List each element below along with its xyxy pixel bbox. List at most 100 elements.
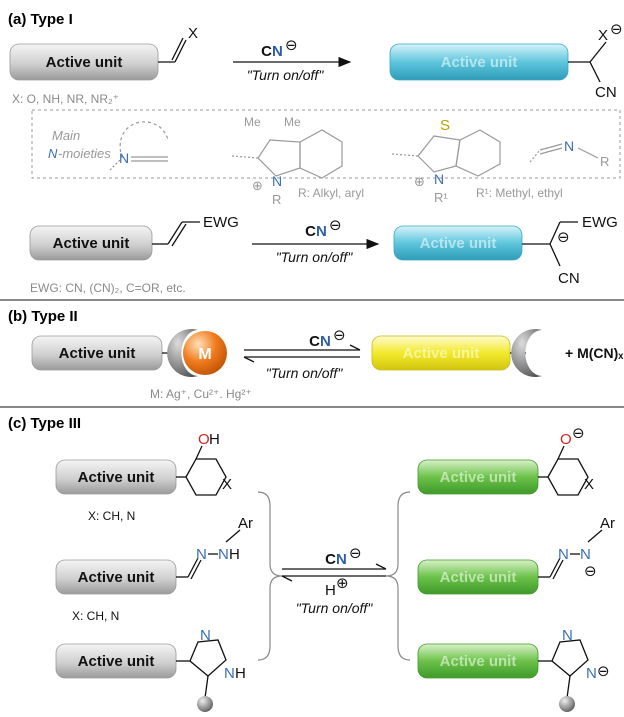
c-right-phenolate: Active unit O ⊖ X <box>417 425 594 496</box>
svg-text:N: N <box>586 665 597 682</box>
svg-text:R: R <box>600 154 609 169</box>
svg-text:⊕: ⊕ <box>414 174 425 189</box>
a1-product: Active unit X ⊖ CN <box>389 21 623 101</box>
svg-text:C: C <box>325 551 336 568</box>
svg-text:Active unit: Active unit <box>420 235 497 252</box>
a2-reaction-arrow: C N ⊖ "Turn on/off" <box>252 217 380 265</box>
svg-text:C: C <box>305 223 316 240</box>
b-product: Active unit + M(CN)ₓ <box>371 329 624 377</box>
turn-label: "Turn on/off" <box>247 67 325 83</box>
empty-host <box>511 329 542 377</box>
svg-text:N: N <box>320 333 331 350</box>
ewg-note: EWG: CN, (CN)₂, C=OR, etc. <box>30 281 186 295</box>
main-label-2b: -moieties <box>58 146 111 161</box>
n-moieties-box: Main N -moieties N Me Me N ⊕ R R: Alkyl,… <box>31 109 621 207</box>
x-note-1: X: CH, N <box>88 509 135 523</box>
svg-text:O: O <box>198 431 210 448</box>
c-equilibrium-arrow: C N ⊖ H ⊕ "Turn on/off" <box>281 545 387 616</box>
svg-text:C: C <box>309 333 320 350</box>
svg-text:N: N <box>558 546 569 563</box>
x-note: X: O, NH, NR, NR₂⁺ <box>12 92 119 106</box>
svg-text:CN: CN <box>558 270 580 287</box>
metal-note: M: Ag⁺, Cu²⁺. Hg²⁺ <box>150 387 252 401</box>
a2-reactant: Active unit EWG <box>29 214 239 261</box>
c-right-hydrazone-anion: Active unit N N ⊖ Ar <box>417 515 615 595</box>
x-atom: X <box>188 25 198 42</box>
svg-text:⊕: ⊕ <box>252 178 263 193</box>
svg-text:X: X <box>222 476 232 493</box>
svg-text:⊕: ⊕ <box>336 575 349 592</box>
x-note-2: X: CH, N <box>72 609 119 623</box>
r-note: R: Alkyl, aryl <box>298 186 364 200</box>
svg-text:R¹: R¹ <box>434 190 448 205</box>
main-label-2a: N <box>48 146 58 161</box>
section-a-title: (a) Type I <box>8 11 73 28</box>
svg-text:Active unit: Active unit <box>440 569 517 586</box>
svg-text:⊖: ⊖ <box>329 217 342 234</box>
svg-text:N: N <box>196 546 207 563</box>
metal-ion <box>183 331 227 375</box>
svg-text:Active unit: Active unit <box>78 653 155 670</box>
svg-text:Me: Me <box>244 115 261 129</box>
active-unit-label: Active unit <box>46 54 123 71</box>
svg-text:⊖: ⊖ <box>597 663 610 680</box>
a1-reaction-arrow: C N ⊖ "Turn on/off" <box>233 37 352 83</box>
svg-text:O: O <box>560 431 572 448</box>
section-b-title: (b) Type II <box>8 308 78 325</box>
active-unit-label-faded: Active unit <box>441 54 518 71</box>
a1-reactant: Active unit X <box>9 25 198 81</box>
svg-text:Active unit: Active unit <box>53 235 130 252</box>
svg-text:⊖: ⊖ <box>557 229 570 246</box>
svg-text:H: H <box>209 431 220 448</box>
svg-text:N: N <box>564 138 574 154</box>
svg-text:N: N <box>562 627 573 644</box>
svg-text:Active unit: Active unit <box>440 653 517 670</box>
svg-text:X: X <box>584 476 594 493</box>
r1-note: R¹: Methyl, ethyl <box>476 186 563 200</box>
c-left-hydrazone: Active unit N N H Ar <box>55 515 253 595</box>
svg-text:N: N <box>580 546 591 563</box>
main-label-1: Main <box>52 128 80 143</box>
host-crescent <box>167 329 198 378</box>
svg-text:N: N <box>316 223 327 240</box>
anchor-ball <box>559 696 575 712</box>
svg-text:EWG: EWG <box>582 214 618 231</box>
svg-text:N: N <box>434 171 444 187</box>
a2-product: Active unit EWG ⊖ CN <box>393 214 618 287</box>
svg-text:Ar: Ar <box>600 515 615 532</box>
c-left-phenol: Active unit O H X <box>55 431 232 496</box>
x-minus: X <box>598 27 608 44</box>
svg-text:H: H <box>229 546 240 563</box>
svg-text:Ar: Ar <box>238 515 253 532</box>
svg-text:Active unit: Active unit <box>78 569 155 586</box>
svg-text:N: N <box>224 665 235 682</box>
svg-text:Active unit: Active unit <box>403 345 480 362</box>
svg-text:"Turn on/off": "Turn on/off" <box>296 600 374 616</box>
b-equilibrium-arrow: C N ⊖ "Turn on/off" <box>243 327 361 381</box>
svg-text:N: N <box>272 173 282 189</box>
svg-text:H: H <box>235 665 246 682</box>
cn-minus: ⊖ <box>285 37 298 54</box>
svg-text:⊖: ⊖ <box>610 21 623 38</box>
svg-text:H: H <box>325 582 336 599</box>
left-bracket <box>257 491 283 661</box>
svg-text:"Turn on/off": "Turn on/off" <box>276 249 354 265</box>
svg-text:S: S <box>440 117 450 134</box>
svg-text:⊖: ⊖ <box>333 327 346 344</box>
c-right-imidazolate: Active unit N N ⊖ <box>417 627 610 712</box>
c-left-imidazole: Active unit N N H <box>55 627 246 712</box>
ewg: EWG <box>203 214 239 231</box>
cn-n: N <box>272 43 283 60</box>
svg-text:Active unit: Active unit <box>59 345 136 362</box>
svg-text:⊖: ⊖ <box>584 563 597 580</box>
cn-product: CN <box>595 84 617 101</box>
anchor-ball <box>197 696 213 712</box>
svg-text:Active unit: Active unit <box>78 469 155 486</box>
cn-c: C <box>261 43 272 60</box>
svg-text:N: N <box>336 551 347 568</box>
right-bracket <box>385 491 411 661</box>
metal-label: M <box>198 346 211 363</box>
metal-cyanide-product: + M(CN)ₓ <box>565 345 624 361</box>
svg-text:"Turn on/off": "Turn on/off" <box>266 365 344 381</box>
